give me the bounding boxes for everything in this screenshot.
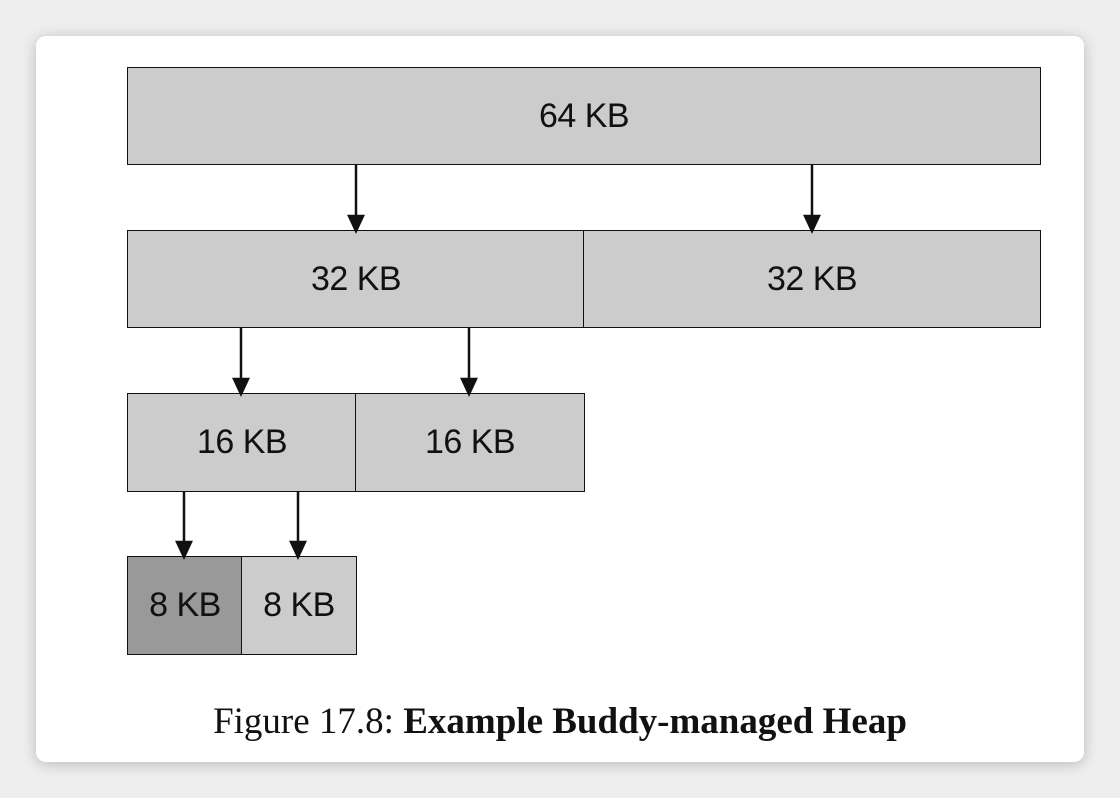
block-8kb-free: 8 KB [241, 556, 357, 655]
block-32kb-right-label: 32 KB [766, 259, 858, 298]
block-8kb-left-label: 8 KB [149, 586, 221, 624]
block-16kb-left: 16 KB [127, 393, 357, 492]
block-32kb-right: 32 KB [583, 230, 1041, 328]
figure-caption: Figure 17.8: Example Buddy-managed Heap [0, 700, 1120, 743]
block-8kb-right-label: 8 KB [263, 586, 335, 624]
caption-title: Example Buddy-managed Heap [403, 701, 907, 742]
block-32kb-left-label: 32 KB [310, 259, 402, 298]
caption-prefix: Figure 17.8: [213, 701, 394, 742]
block-16kb-right: 16 KB [355, 393, 585, 492]
block-16kb-right-label: 16 KB [424, 423, 516, 461]
block-64kb: 64 KB [127, 67, 1041, 165]
block-16kb-left-label: 16 KB [196, 423, 288, 461]
block-8kb-allocated: 8 KB [127, 556, 243, 655]
block-64kb-label: 64 KB [538, 96, 630, 135]
block-32kb-left: 32 KB [127, 230, 585, 328]
